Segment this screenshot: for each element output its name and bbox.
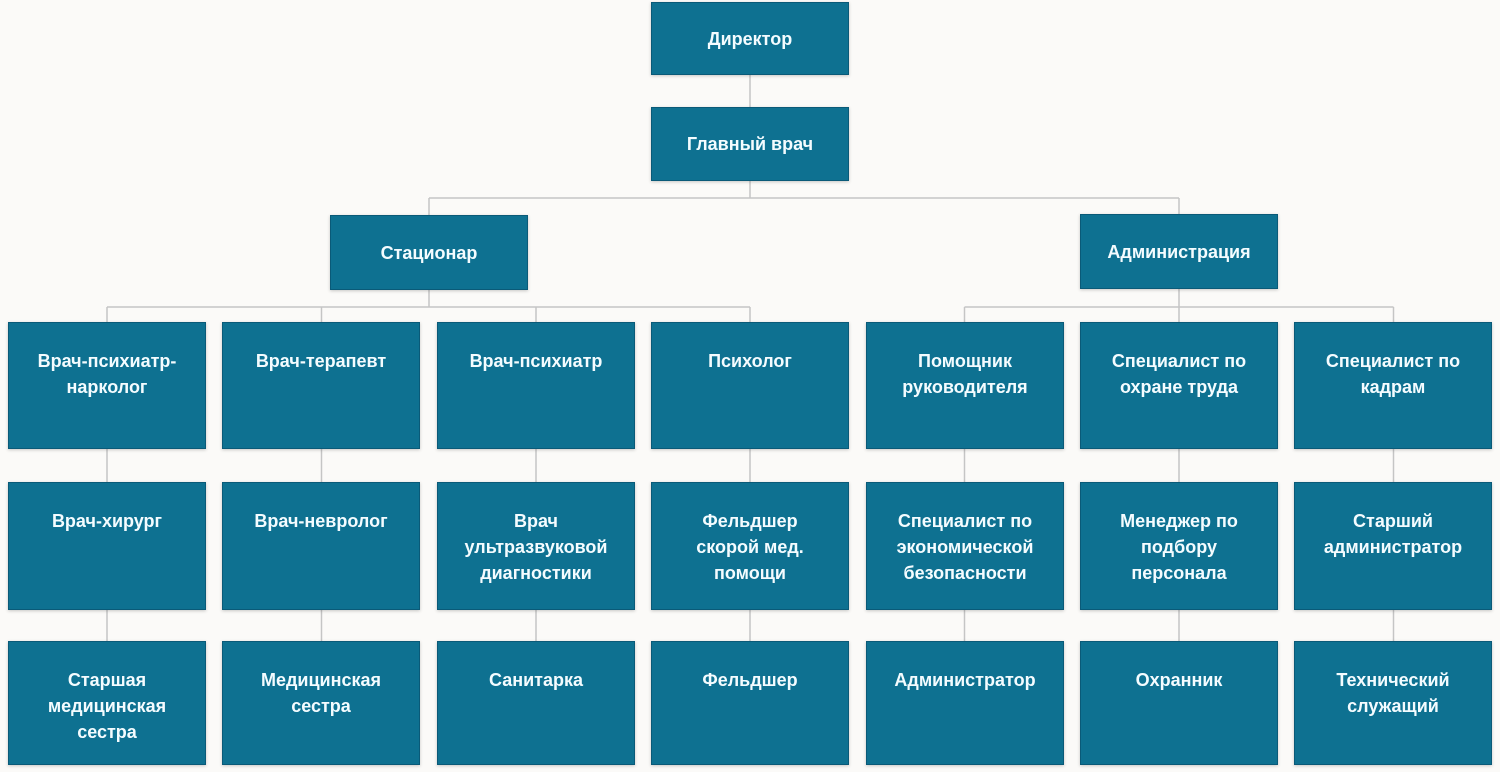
node-label: Охранник (1135, 670, 1223, 690)
node-administracia: Администрация (1080, 214, 1278, 289)
node-label: Фельдшер (702, 670, 798, 690)
node-specialist-ekonom-bezopasnosti: Специалист по экономической безопасности (866, 482, 1064, 610)
node-ohrannik: Охранник (1080, 641, 1278, 765)
node-feldsher: Фельдшер (651, 641, 849, 765)
node-starshij-administrator: Старший администратор (1294, 482, 1492, 610)
node-label: Санитарка (488, 670, 583, 690)
node-sanitarka: Санитарка (437, 641, 635, 765)
node-pomoshchnik-rukovoditelya: Помощник руководителя (866, 322, 1064, 449)
node-starshaya-medsestra: Старшая медицинская сестра (8, 641, 206, 765)
node-label: Стационар (380, 242, 478, 263)
node-stacionar: Стационар (330, 215, 528, 290)
node-administrator: Администратор (866, 641, 1064, 765)
node-vrach-nevrolog: Врач-невролог (222, 482, 420, 610)
node-label: Администрация (1107, 241, 1251, 262)
node-tehnicheskij-sluzhashchij: Технический служащий (1294, 641, 1492, 765)
node-menedzher-po-podboru-personala: Менеджер по подбору персонала (1080, 482, 1278, 610)
node-vrach-hirurg: Врач-хирург (8, 482, 206, 610)
node-glavnyj-vrach: Главный врач (651, 107, 849, 181)
node-specialist-po-ohrane-truda: Специалист по охране труда (1080, 322, 1278, 449)
node-specialist-po-kadram: Специалист по кадрам (1294, 322, 1492, 449)
node-label: Фельдшер скорой мед. помощи (696, 511, 804, 583)
node-label: Старшая медицинская сестра (47, 670, 167, 742)
node-label: Директор (707, 28, 793, 49)
node-label: Специалист по охране труда (1111, 351, 1247, 397)
node-label: Помощник руководителя (902, 351, 1028, 397)
node-label: Администратор (894, 670, 1036, 690)
node-label: Психолог (708, 351, 792, 371)
node-psiholog: Психолог (651, 322, 849, 449)
node-label: Врач-хирург (51, 511, 163, 531)
node-label: Медицинская сестра (260, 670, 382, 716)
node-label: Менеджер по подбору персонала (1120, 511, 1238, 583)
node-label: Технический служащий (1336, 670, 1450, 716)
node-label: Врач ультразвуковой диагностики (464, 511, 608, 583)
node-label: Специалист по экономической безопасности (896, 511, 1034, 583)
node-vrach-terapevt: Врач-терапевт (222, 322, 420, 449)
node-label: Врач-психиатр (469, 351, 603, 371)
node-label: Старший администратор (1323, 511, 1463, 557)
node-label: Врач-невролог (254, 511, 388, 531)
node-label: Врач-терапевт (255, 351, 387, 371)
node-label: Главный врач (686, 134, 814, 154)
node-vrach-psihiatr: Врач-психиатр (437, 322, 635, 449)
node-vrach-psihiatr-narkolog: Врач-психиатр-нарколог (8, 322, 206, 449)
node-medicinskaya-sestra: Медицинская сестра (222, 641, 420, 765)
node-vrach-uzi-diagnostiki: Врач ультразвуковой диагностики (437, 482, 635, 610)
node-label: Врач-психиатр-нарколог (37, 351, 177, 397)
node-director: Директор (651, 2, 849, 75)
node-feldsher-skoroj-pomoshchi: Фельдшер скорой мед. помощи (651, 482, 849, 610)
node-label: Специалист по кадрам (1325, 351, 1461, 397)
